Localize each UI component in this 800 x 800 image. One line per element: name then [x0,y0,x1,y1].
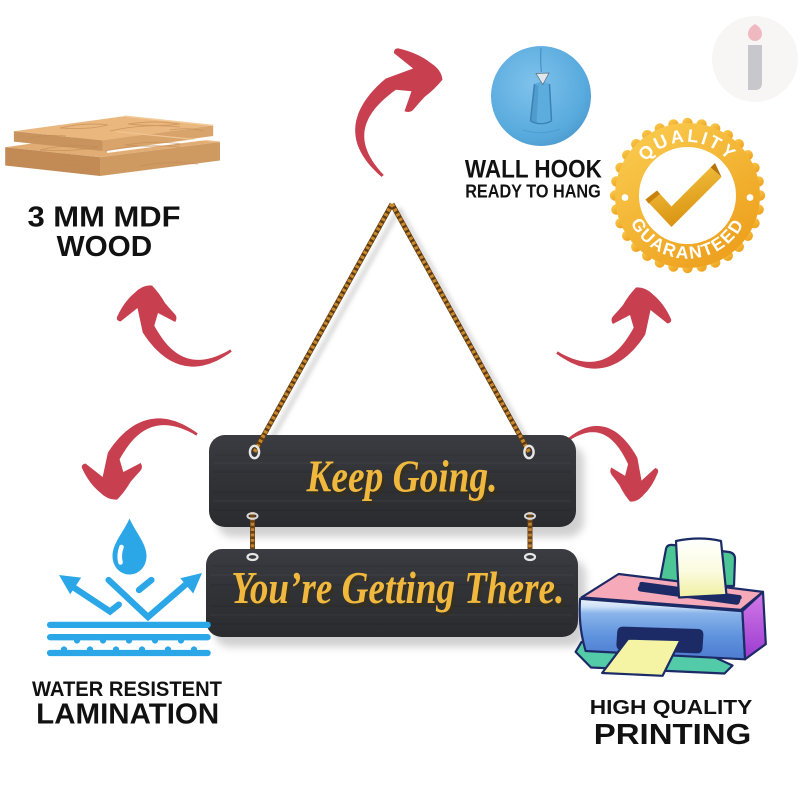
svg-text:You’re Getting There.: You’re Getting There. [231,562,564,613]
svg-text:You’re Getting There.: You’re Getting There. [234,566,567,617]
svg-text:WATER RESISTENT: WATER RESISTENT [32,677,222,701]
svg-text:PRINTING: PRINTING [594,719,752,751]
svg-text:HIGH QUALITY: HIGH QUALITY [590,696,753,719]
svg-text:WALL HOOK: WALL HOOK [465,157,602,184]
svg-text:3 MM MDF: 3 MM MDF [28,202,181,234]
svg-text:Keep Going.: Keep Going. [308,455,500,505]
svg-text:LAMINATION: LAMINATION [36,698,219,730]
svg-text:READY TO HANG: READY TO HANG [465,180,601,201]
svg-text:WOOD: WOOD [57,231,153,263]
svg-text:Keep Going.: Keep Going. [306,451,498,501]
